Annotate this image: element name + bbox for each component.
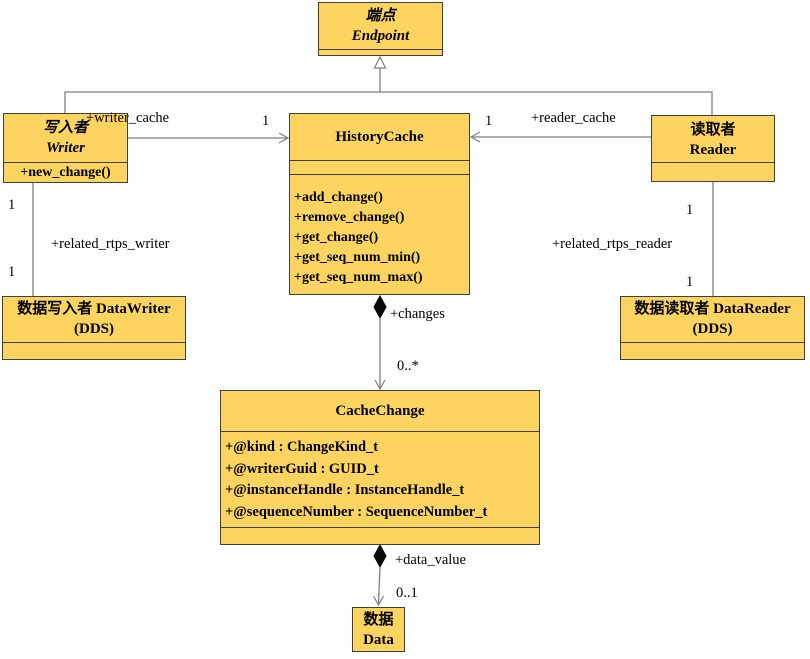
empty-compartment: [3, 342, 185, 359]
empty-compartment: [652, 162, 774, 181]
arrowhead-left-icon: [469, 131, 481, 143]
class-title-line: (DDS): [692, 321, 733, 337]
role-label-related-rtps-writer: +related_rtps_writer: [51, 236, 170, 252]
class-name-en: Writer: [46, 140, 85, 156]
class-reader: 读取者 Reader: [651, 115, 775, 182]
empty-compartment: [290, 160, 469, 174]
class-writer-operations: +new_change(): [4, 162, 127, 182]
class-name-en: Endpoint: [351, 28, 410, 44]
attribute: +@instanceHandle : InstanceHandle_t: [225, 482, 465, 498]
class-endpoint-title: 端点 Endpoint: [319, 3, 442, 49]
class-writer: 写入者 Writer +new_change(): [3, 113, 128, 183]
multiplicity-label: 0..1: [396, 585, 418, 601]
multiplicity-label: 0..*: [397, 358, 419, 374]
composition-diamond-icon: [373, 294, 387, 320]
empty-compartment: [319, 49, 442, 55]
operation: +get_change(): [294, 230, 379, 245]
role-label-related-rtps-reader: +related_rtps_reader: [552, 236, 673, 252]
class-data: 数据 Data: [352, 607, 405, 652]
role-label-data-value: +data_value: [395, 552, 466, 568]
class-data-title: 数据 Data: [353, 608, 404, 651]
multiplicity-label: 1: [8, 264, 16, 280]
class-title-line: 数据写入者 DataWriter: [17, 301, 171, 317]
role-label-reader-cache: +reader_cache: [531, 110, 616, 126]
attribute: +@kind : ChangeKind_t: [225, 439, 379, 455]
class-datareader: 数据读取者 DataReader (DDS): [620, 296, 805, 360]
operation: +remove_change(): [294, 210, 405, 225]
attribute: +@writerGuid : GUID_t: [225, 460, 379, 477]
class-name-zh: 写入者: [42, 120, 88, 136]
empty-compartment: [221, 527, 539, 543]
class-name-zh: 数据: [363, 612, 394, 628]
multiplicity-label: 1: [485, 113, 493, 129]
multiplicity-label: 1: [262, 113, 270, 129]
class-name-en: Data: [363, 632, 394, 648]
class-title-line: (DDS): [74, 321, 114, 337]
multiplicity-label: 1: [686, 202, 694, 218]
class-datareader-title: 数据读取者 DataReader (DDS): [621, 297, 804, 342]
class-historycache-operations: +add_change() +remove_change() +get_chan…: [290, 174, 469, 293]
class-cachechange: CacheChange +@kind : ChangeKind_t +@writ…: [220, 390, 540, 545]
arrowhead-down-icon: [374, 379, 386, 391]
arrowhead-down-icon: [372, 595, 385, 607]
role-label-writer-cache: +writer_cache: [86, 110, 170, 126]
attribute: +@sequenceNumber : SequenceNumber_t: [225, 503, 488, 520]
operation: +get_seq_num_min(): [294, 250, 421, 265]
class-title-line: 数据读取者 DataReader: [634, 301, 791, 317]
class-writer-title: 写入者 Writer: [4, 114, 127, 162]
composition-diamond-icon: [373, 543, 387, 569]
multiplicity-label: 1: [8, 197, 16, 213]
class-cachechange-attributes: +@kind : ChangeKind_t +@writerGuid : GUI…: [221, 431, 539, 527]
operation: +new_change(): [20, 165, 111, 180]
inheritance-triangle-icon: [373, 55, 387, 69]
operation: +get_seq_num_max(): [294, 270, 423, 285]
role-label-changes: +changes: [390, 306, 445, 322]
generalization-bus-line: [64, 91, 713, 115]
class-reader-title: 读取者 Reader: [652, 116, 774, 162]
arrowhead-right-icon: [278, 132, 290, 144]
class-name-zh: 读取者: [690, 122, 736, 138]
class-cachechange-title: CacheChange: [335, 403, 425, 419]
class-name-en: Reader: [689, 142, 737, 158]
class-datawriter-title: 数据写入者 DataWriter (DDS): [3, 297, 185, 342]
class-historycache-title: HistoryCache: [335, 129, 424, 145]
class-historycache: HistoryCache +add_change() +remove_chang…: [289, 113, 470, 295]
empty-compartment: [621, 342, 804, 359]
class-name-zh: 端点: [365, 8, 396, 24]
class-datawriter: 数据写入者 DataWriter (DDS): [2, 296, 186, 360]
composition-data-value-line: [377, 566, 381, 605]
class-endpoint: 端点 Endpoint: [318, 2, 443, 56]
multiplicity-label: 1: [686, 274, 694, 290]
operation: +add_change(): [294, 190, 383, 205]
